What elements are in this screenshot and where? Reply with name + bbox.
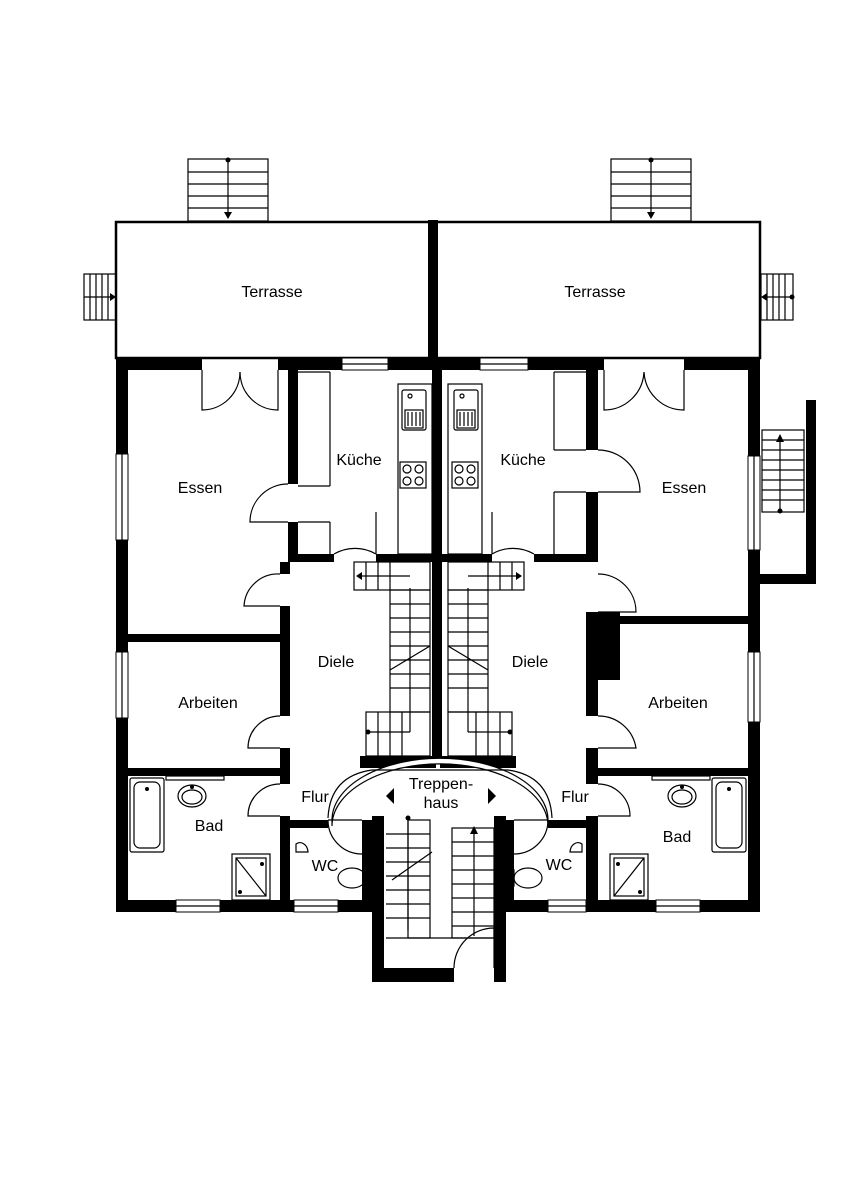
room-label-essen-right: Essen [662, 480, 706, 497]
interior-stair-right [447, 561, 525, 757]
room-label-bad-right: Bad [663, 829, 691, 846]
room-label-kueche-right: Küche [500, 452, 545, 469]
windows [115, 357, 761, 913]
room-label-terrasse-left: Terrasse [241, 284, 302, 301]
room-label-diele-left: Diele [318, 654, 355, 671]
terrace-steps-right [610, 157, 692, 222]
terrace-doors [201, 370, 685, 411]
room-label-diele-right: Diele [512, 654, 549, 671]
room-label-wc-right: WC [546, 857, 573, 874]
watermark: Immogrundriss [751, 853, 758, 900]
room-label-wc-left: WC [312, 858, 339, 875]
bathroom-left-fixtures [129, 775, 371, 901]
room-label-treppenhaus-line1: Treppen- [409, 776, 473, 793]
room-label-essen-left: Essen [178, 480, 222, 497]
terrace-steps-left [187, 157, 269, 222]
room-label-terrasse-right: Terrasse [564, 284, 625, 301]
interior-walls-right [440, 370, 748, 906]
stairwell-walls [372, 816, 506, 982]
side-steps-right [760, 273, 795, 321]
room-label-kueche-left: Küche [336, 452, 381, 469]
bathroom-right-fixtures [507, 775, 747, 901]
stairwell-stairs [386, 815, 495, 969]
interior-doors [243, 449, 641, 855]
room-label-treppenhaus-line2: haus [424, 795, 459, 812]
room-label-flur-left: Flur [301, 789, 329, 806]
room-label-arbeiten-left: Arbeiten [178, 695, 238, 712]
room-label-bad-left: Bad [195, 818, 223, 835]
interior-walls-left [128, 370, 436, 906]
side-steps-left [83, 273, 117, 321]
interior-stair-left [353, 561, 431, 757]
room-label-arbeiten-right: Arbeiten [648, 695, 708, 712]
kitchen-left-fixtures [298, 371, 433, 555]
exterior-stair-right [760, 400, 816, 584]
terrace-divider-wall [428, 220, 438, 360]
room-label-flur-right: Flur [561, 789, 589, 806]
kitchen-right-fixtures [447, 371, 586, 555]
